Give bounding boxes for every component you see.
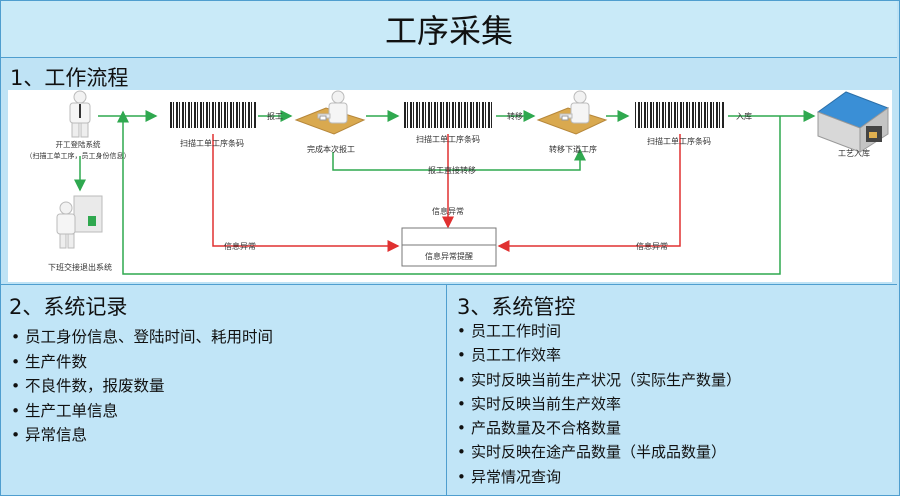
page-title: 工序采集	[1, 1, 897, 58]
section-control-heading: 3、系统管控	[457, 295, 576, 319]
list-item: 生产件数	[9, 350, 273, 375]
list-item: 员工身份信息、登陆时间、耗用时间	[9, 325, 273, 350]
list-item: 实时反映当前生产效率	[455, 392, 741, 417]
workflow-svg: 开工登陆系统 （扫描工单工序，员工身份信息） 扫描工单工序条码 完成本次报工 扫…	[26, 90, 890, 275]
worker-login-icon	[69, 90, 91, 138]
list-item: 产品数量及不合格数量	[455, 416, 741, 441]
edge-error-right-label: 信息异常	[636, 241, 668, 251]
logout-label: 下班交接退出系统	[48, 262, 112, 272]
transfer-label: 转移下道工序	[549, 144, 597, 154]
list-item: 员工工作时间	[455, 319, 741, 344]
workflow-diagram: 开工登陆系统 （扫描工单工序，员工身份信息） 扫描工单工序条码 完成本次报工 扫…	[8, 90, 892, 282]
edge-move-label: 转移	[507, 111, 523, 121]
control-panel: 3、系统管控 员工工作时间 员工工作效率 实时反映当前生产状况（实际生产数量） …	[447, 284, 897, 495]
list-item: 实时反映当前生产状况（实际生产数量）	[455, 368, 741, 393]
barcode-icon	[168, 102, 256, 128]
login-label: 开工登陆系统	[56, 139, 101, 149]
warehouse-label: 工艺入库	[838, 148, 870, 158]
list-item: 实时反映在途产品数量（半成品数量）	[455, 440, 741, 465]
worker-desk-icon	[294, 90, 366, 135]
list-item: 不良件数，报废数量	[9, 374, 273, 399]
scan3-label: 扫描工单工序条码	[647, 136, 711, 146]
worker-desk-icon	[536, 90, 608, 135]
alert-label: 信息异常提醒	[425, 251, 473, 261]
records-panel: 2、系统记录 员工身份信息、登陆时间、耗用时间 生产件数 不良件数，报废数量 生…	[1, 284, 447, 495]
edge-direct-label: 报工直接转移	[428, 165, 476, 175]
scan2-label: 扫描工单工序条码	[416, 134, 480, 144]
control-list: 员工工作时间 员工工作效率 实时反映当前生产状况（实际生产数量） 实时反映当前生…	[455, 319, 741, 489]
barcode-icon	[634, 102, 724, 128]
scan1-label: 扫描工单工序条码	[180, 138, 244, 148]
warehouse-icon	[816, 91, 890, 153]
complete-label: 完成本次报工	[307, 144, 355, 154]
worker-handover-icon	[56, 195, 103, 249]
edge-error-top-label: 信息异常	[432, 206, 464, 216]
login-sublabel: （扫描工单工序，员工身份信息）	[26, 151, 131, 160]
edge-instock-label: 入库	[736, 111, 752, 121]
section-workflow-heading: 1、工作流程	[10, 66, 129, 90]
barcode-icon	[404, 102, 492, 128]
list-item: 生产工单信息	[9, 399, 273, 424]
list-item: 异常情况查询	[455, 465, 741, 490]
edge-report-label: 报工	[267, 111, 283, 121]
section-records-heading: 2、系统记录	[9, 295, 128, 319]
list-item: 员工工作效率	[455, 343, 741, 368]
alert-box	[401, 227, 497, 267]
records-list: 员工身份信息、登陆时间、耗用时间 生产件数 不良件数，报废数量 生产工单信息 异…	[9, 325, 273, 448]
list-item: 异常信息	[9, 423, 273, 448]
edge-error-left-label: 信息异常	[224, 241, 256, 251]
